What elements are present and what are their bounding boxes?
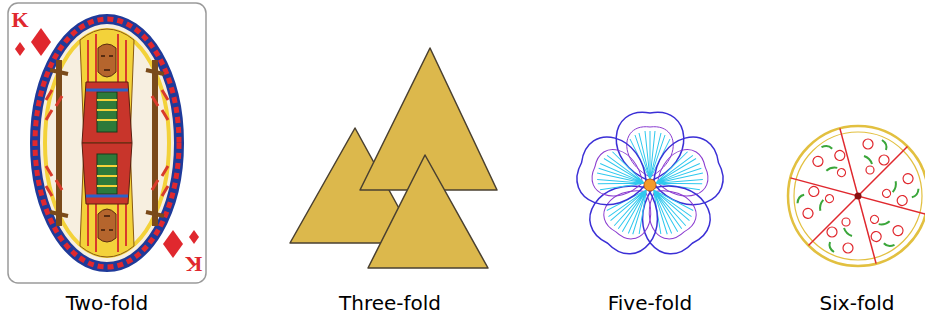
caption: Three-fold: [339, 292, 441, 314]
caption: Six-fold: [820, 292, 895, 314]
caption: Two-fold: [66, 292, 149, 314]
pizza: [788, 126, 925, 266]
card-index: K: [11, 8, 28, 32]
triangles: [290, 48, 497, 268]
caption: Five-fold: [608, 292, 693, 314]
card-index: K: [185, 252, 202, 276]
flower: [570, 112, 729, 263]
playing-card: [8, 3, 206, 283]
